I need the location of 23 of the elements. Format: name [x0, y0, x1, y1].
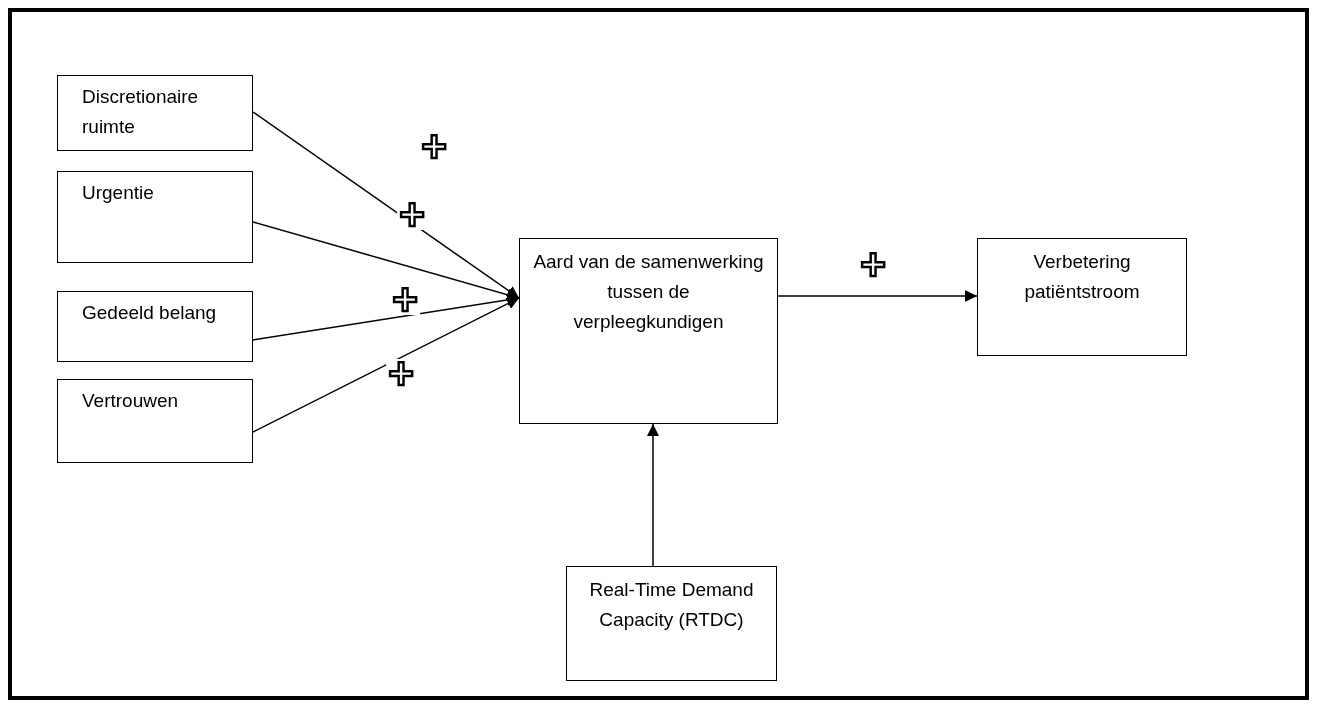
edge-label: + [419, 132, 449, 162]
process-box [57, 379, 253, 463]
box-text: Discretionaire ruimte [82, 86, 199, 137]
edge-label: + [390, 285, 420, 315]
process-box [977, 238, 1187, 356]
arrow [777, 290, 978, 302]
process-box [566, 566, 777, 681]
box-text: Verbetering patiëntstroom [1024, 251, 1140, 302]
box-text: Vertrouwen [82, 390, 179, 411]
arrow [252, 111, 520, 299]
edge-label: + [858, 250, 888, 280]
arrow [252, 297, 520, 433]
box-text: Real-Time Demand Capacity (RTDC) [589, 579, 754, 630]
process-box [57, 171, 253, 263]
box-text: Gedeeld belang [82, 302, 217, 323]
edge-label: + [386, 359, 416, 389]
edge-label: + [397, 200, 427, 230]
box-text: Aard van de samenwerking tussen de verpleegkundigen [533, 251, 764, 332]
process-box [57, 75, 253, 151]
box-text: Urgentie [82, 182, 154, 203]
process-box [57, 291, 253, 362]
arrow [647, 423, 659, 567]
process-box [519, 238, 778, 424]
